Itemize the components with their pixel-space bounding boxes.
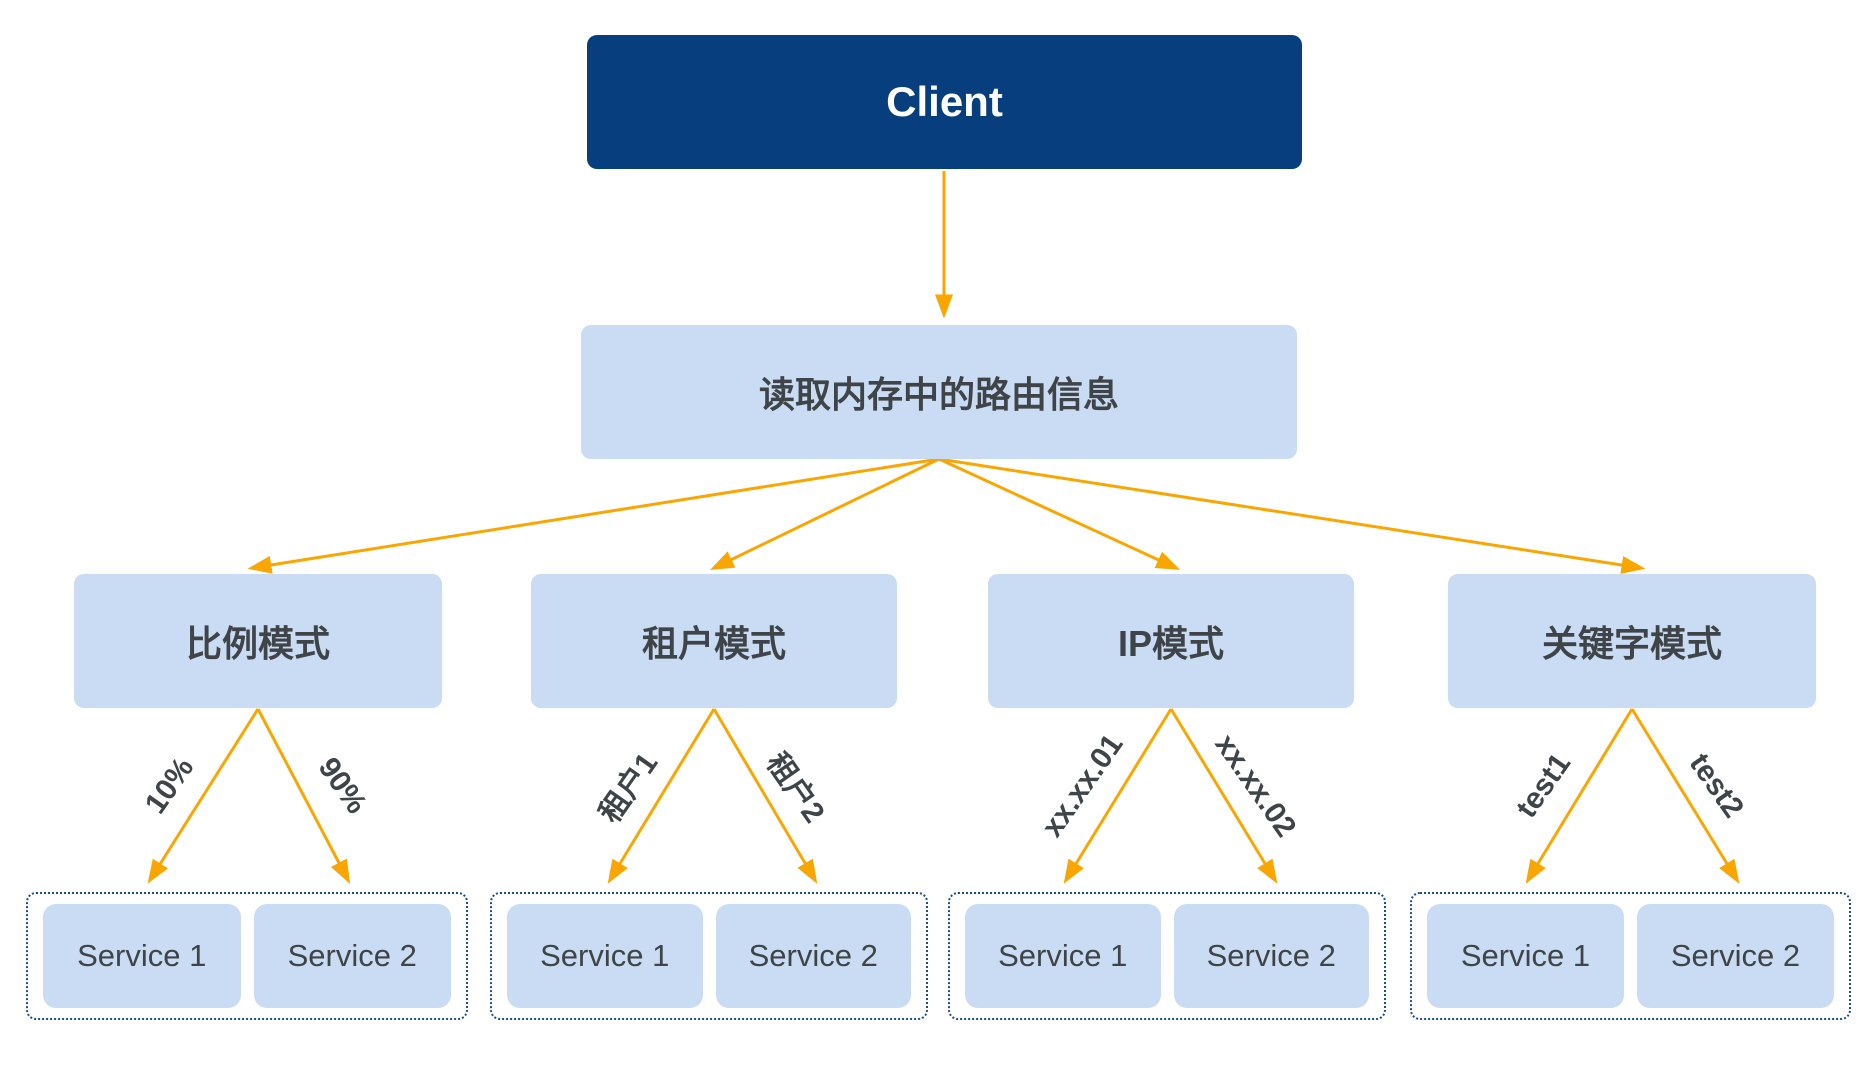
router-node: 读取内存中的路由信息 xyxy=(581,325,1297,459)
mode-node-ratio: 比例模式 xyxy=(74,574,442,708)
mode-node-keyword: 关键字模式 xyxy=(1448,574,1816,708)
service-group-keyword: Service 1 Service 2 xyxy=(1410,892,1851,1020)
service-group-tenant: Service 1 Service 2 xyxy=(490,892,928,1020)
edge-label-ratio-left: 10% xyxy=(138,751,201,820)
edge-label-ip-right: xx.xx.02 xyxy=(1208,728,1303,844)
edge-label-tenant-right: 租户2 xyxy=(759,747,831,829)
arrow-router-to-mode-1 xyxy=(247,457,940,574)
edge-label-ip-left: xx.xx.01 xyxy=(1035,728,1130,844)
mode-node-tenant: 租户模式 xyxy=(531,574,897,708)
service-box: Service 2 xyxy=(1637,904,1834,1008)
arrow-router-to-mode-2 xyxy=(709,457,940,570)
edge-label-tenant-left: 租户1 xyxy=(593,747,665,829)
service-box: Service 2 xyxy=(1173,904,1369,1008)
service-box: Service 2 xyxy=(253,904,451,1008)
client-node: Client xyxy=(587,35,1302,169)
service-box: Service 1 xyxy=(965,904,1161,1008)
service-box: Service 2 xyxy=(715,904,911,1008)
arrow-router-to-mode-4 xyxy=(938,457,1646,574)
arrow-router-to-mode-3 xyxy=(938,457,1181,570)
service-box: Service 1 xyxy=(507,904,703,1008)
edge-label-keyword-left: test1 xyxy=(1509,747,1578,824)
service-box: Service 1 xyxy=(43,904,241,1008)
service-group-ip: Service 1 Service 2 xyxy=(948,892,1386,1020)
edge-label-ratio-right: 90% xyxy=(311,751,374,820)
service-box: Service 1 xyxy=(1427,904,1624,1008)
service-group-ratio: Service 1 Service 2 xyxy=(26,892,468,1020)
edge-label-keyword-right: test2 xyxy=(1682,747,1751,824)
mode-node-ip: IP模式 xyxy=(988,574,1354,708)
